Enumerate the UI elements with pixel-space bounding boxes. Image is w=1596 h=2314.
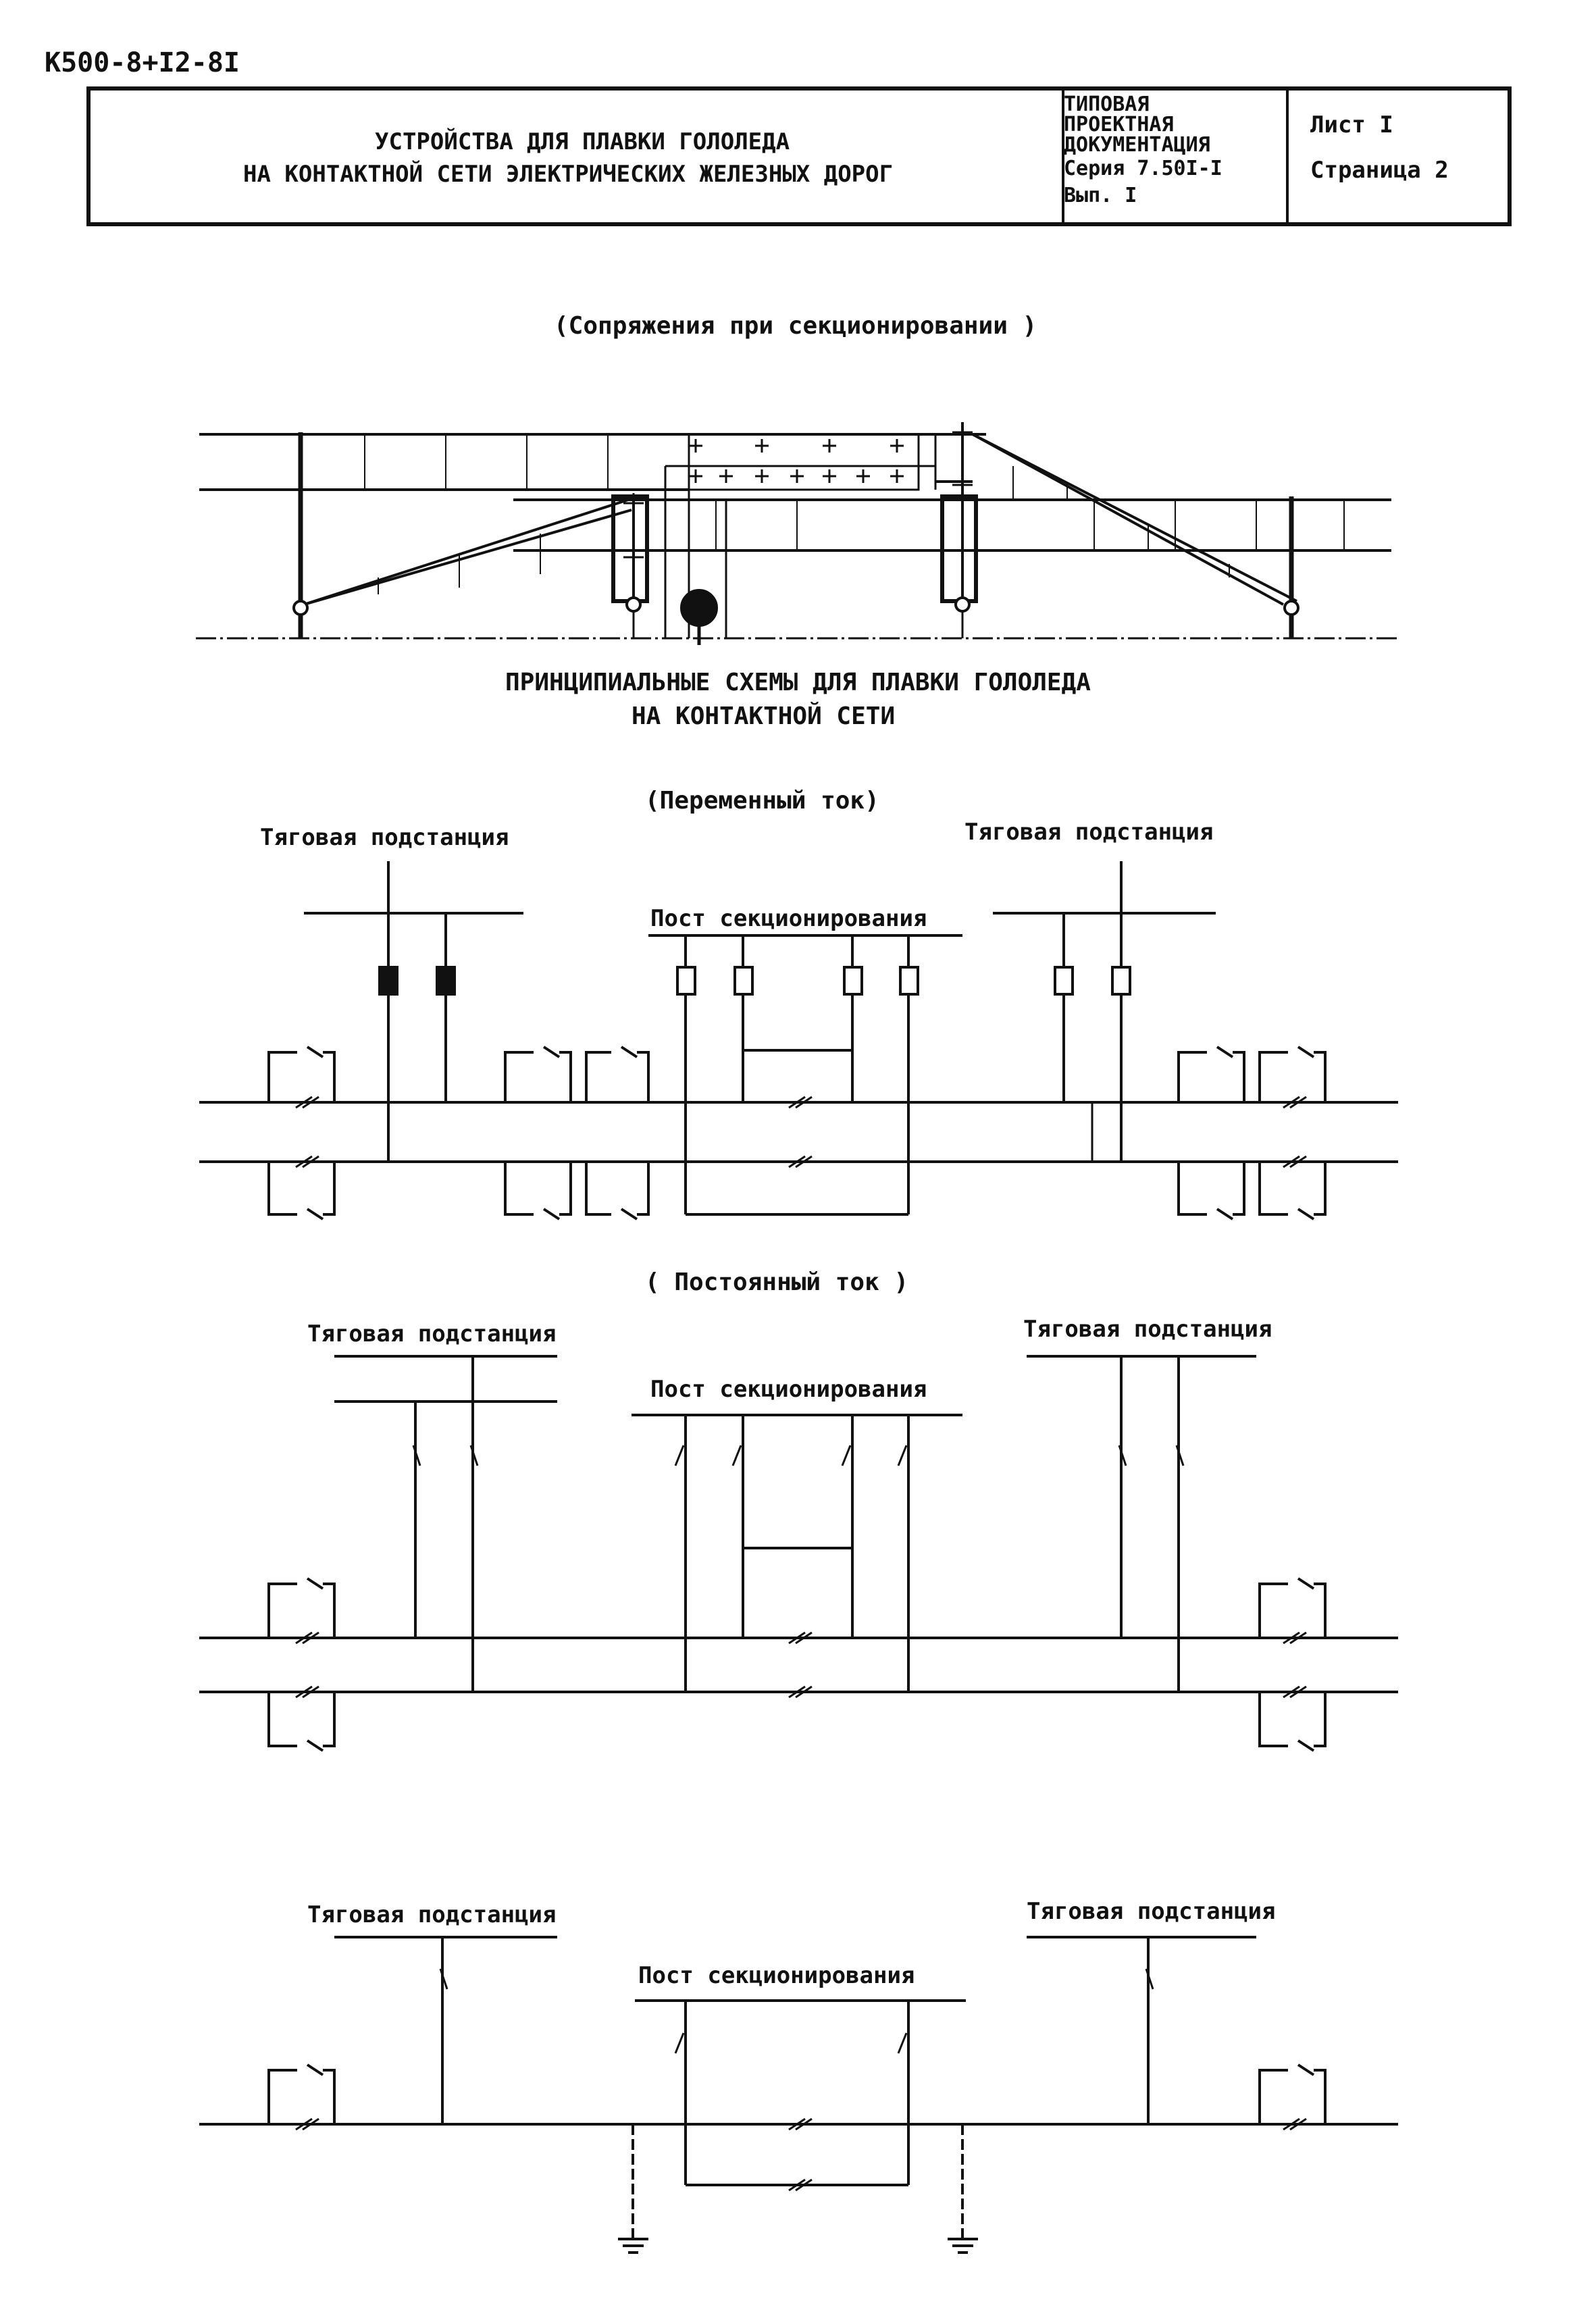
ac-post-label: Пост секционирования xyxy=(650,905,927,932)
single-line-scheme xyxy=(199,1936,1398,2254)
ac-scheme xyxy=(199,861,1398,1220)
dc-substation-right-label: Тяговая подстанция xyxy=(1023,1316,1272,1343)
document-code: К500-8+I2-8I xyxy=(45,47,240,78)
dc-caption: ( Постоянный ток ) xyxy=(645,1268,909,1296)
single-substation-right-label: Тяговая подстанция xyxy=(1027,1898,1276,1925)
sectioning-caption: (Сопряжения при секционировании ) xyxy=(554,312,1037,340)
ac-substation-left-label: Тяговая подстанция xyxy=(260,824,509,851)
title-block-divider xyxy=(1286,91,1289,222)
sectioning-diagram xyxy=(196,422,1398,645)
dc-substation-left-label: Тяговая подстанция xyxy=(307,1320,557,1347)
document-title-line2: НА КОНТАКТНОЙ СЕТИ ЭЛЕКТРИЧЕСКИХ ЖЕЛЕЗНЫ… xyxy=(243,161,894,188)
ac-substation-right-label: Тяговая подстанция xyxy=(964,819,1214,846)
standard-line: ТИПОВАЯ xyxy=(1064,93,1150,116)
title-block xyxy=(86,86,1512,226)
document-title-line1: УСТРОЙСТВА ДЛЯ ПЛАВКИ ГОЛОЛЕДА xyxy=(375,128,790,155)
single-post-label: Пост секционирования xyxy=(638,1962,915,1989)
schemes-heading-line2: НА КОНТАКТНОЙ СЕТИ xyxy=(632,702,896,730)
dc-post-label: Пост секционирования xyxy=(650,1376,927,1403)
standard-line: ПРОЕКТНАЯ xyxy=(1064,113,1174,136)
schemes-heading-line1: ПРИНЦИПИАЛЬНЫЕ СХЕМЫ ДЛЯ ПЛАВКИ ГОЛОЛЕДА xyxy=(505,669,1091,696)
ac-caption: (Переменный ток) xyxy=(645,787,879,815)
standard-line: ДОКУМЕНТАЦИЯ xyxy=(1064,133,1210,157)
page-number: Страница 2 xyxy=(1310,157,1449,184)
single-substation-left-label: Тяговая подстанция xyxy=(307,1901,557,1928)
sheet-number: Лист I xyxy=(1310,111,1393,138)
issue-label: Вып. I xyxy=(1064,184,1137,207)
dc-scheme xyxy=(199,1355,1398,1752)
series-label: Серия 7.50I-I xyxy=(1064,157,1222,180)
title-block-divider xyxy=(1062,91,1064,222)
